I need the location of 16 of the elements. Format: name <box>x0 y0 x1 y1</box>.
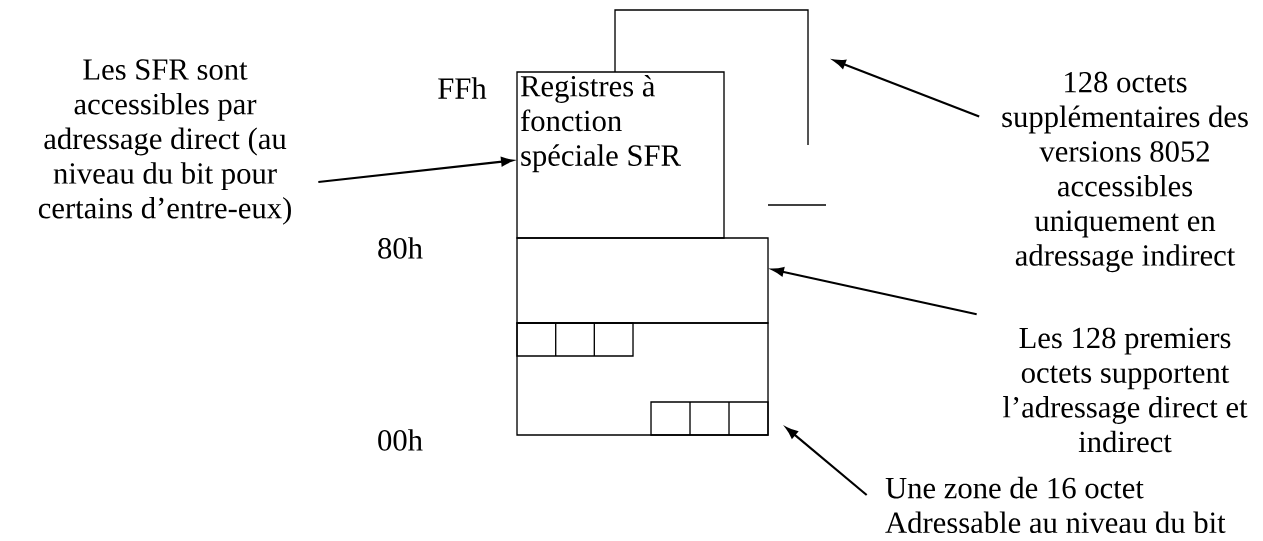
bit-cells <box>650 401 769 436</box>
memory-section <box>516 322 769 436</box>
arrow <box>771 267 977 316</box>
arrow <box>785 427 868 496</box>
memory-section: Registres à fonction spéciale SFR <box>516 71 725 239</box>
address-label: FFh <box>438 77 487 99</box>
note-text: 128 octets supplémentaires des versions 8052 accessibles uniquement en adressage indirect <box>1002 71 1248 273</box>
note-text: Une zone de 16 octet Adressable au niveau du bit <box>885 476 1226 534</box>
arrow <box>833 59 980 118</box>
memory-section <box>516 237 769 324</box>
address-label: 80h <box>378 237 423 259</box>
bit-cells <box>516 322 634 357</box>
address-label: 00h <box>378 429 423 451</box>
note-text: Les 128 premiers octets supportent l’adressage direct et indirect <box>1003 327 1248 453</box>
arrow <box>318 157 514 184</box>
note-text: Les SFR sont accessibles par adressage direct (au niveau du bit pour certains d’entre-eux) <box>38 59 291 225</box>
